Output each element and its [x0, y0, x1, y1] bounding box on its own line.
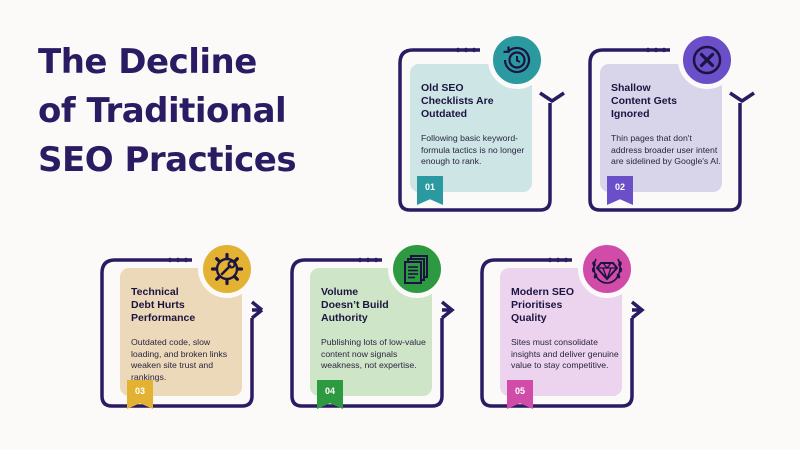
step-02-title: Shallow Content Gets Ignored	[611, 82, 677, 120]
step-05-description: Sites must consolidate insights and deli…	[511, 337, 619, 370]
step-02-description: Thin pages that don't address broader us…	[611, 133, 721, 166]
step-02-icon-circle	[678, 31, 736, 89]
step-01-description: Following basic keyword-formula tactics …	[421, 133, 525, 166]
step-03-description: Outdated code, slow loading, and broken …	[131, 337, 228, 382]
step-02-card: Shallow Content Gets Ignored Thin pages …	[600, 64, 722, 205]
step-01-icon-circle	[488, 31, 546, 89]
gear-wrench-icon	[210, 252, 244, 286]
stacked-documents-icon	[404, 255, 428, 284]
title-line-3: SEO Practices	[38, 140, 297, 180]
diamond-laurel-icon	[591, 258, 623, 284]
step-03-title: Technical Debt Hurts Performance	[131, 286, 196, 324]
step-04-title: Volume Doesn’t Build Authority	[321, 286, 389, 324]
step-05-icon-circle	[578, 240, 636, 298]
title-line-2: of Traditional	[38, 91, 287, 131]
step-04-description: Publishing lots of low-value content now…	[321, 337, 426, 370]
step-04-icon-circle	[388, 240, 446, 298]
history-clock-icon	[503, 46, 531, 74]
step-01-title: Old SEO Checklists Are Outdated	[421, 82, 494, 120]
page-title: The Decline of Traditional SEO Practices	[38, 38, 338, 185]
title-line-1: The Decline	[38, 42, 257, 82]
step-03-icon-circle	[198, 240, 256, 298]
x-mark-icon	[692, 45, 722, 75]
step-05-title: Modern SEO Prioritises Quality	[511, 286, 575, 324]
